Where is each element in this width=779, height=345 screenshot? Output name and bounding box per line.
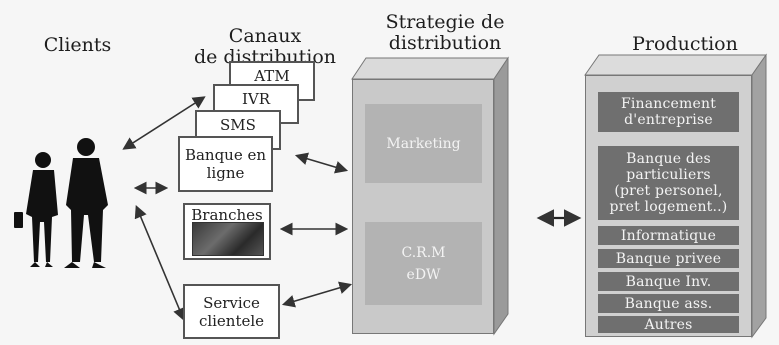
channel-service-clientele: Service clientele — [183, 284, 280, 339]
financement-line2: d'entreprise — [624, 112, 713, 128]
production-item-financement: Financement d'entreprise — [598, 92, 739, 132]
particuliers-line1: Banque des — [626, 151, 711, 167]
strategie-header: Strategie de distribution — [370, 12, 520, 54]
particuliers-line3: (pret personel, — [614, 183, 723, 199]
particuliers-line4: pret logement..) — [609, 199, 728, 215]
channel-branches-label: Branches — [191, 206, 263, 224]
financement-line1: Financement — [620, 96, 717, 112]
strategie-column-side — [493, 56, 509, 336]
production-column-side — [751, 53, 767, 339]
production-item-banque-inv: Banque Inv. — [598, 272, 739, 291]
marketing-label: Marketing — [386, 135, 461, 152]
arrow-service-to-strategie — [281, 281, 353, 308]
production-item-informatique: Informatique — [598, 226, 739, 245]
channel-atm-label: ATM — [254, 67, 290, 85]
edw-label: eDW — [406, 266, 441, 283]
branch-meeting-photo — [192, 222, 264, 256]
production-item-banque-particuliers: Banque des particuliers (pret personel, … — [598, 146, 739, 220]
crm-block: C.R.M eDW — [365, 222, 482, 305]
marketing-block: Marketing — [365, 104, 482, 183]
informatique-label: Informatique — [620, 227, 717, 244]
canaux-header-line1: Canaux — [228, 25, 302, 47]
autres-label: Autres — [644, 316, 693, 333]
banque-privee-label: Banque privee — [615, 250, 722, 267]
channel-service-line1: Service — [203, 293, 260, 312]
production-column-top — [584, 54, 767, 76]
strategie-column-top — [351, 57, 509, 80]
channel-service-line2: clientele — [198, 311, 265, 330]
production-header-text: Production — [632, 33, 738, 55]
production-header: Production — [620, 34, 750, 55]
clients-silhouette-icon — [14, 138, 108, 268]
arrow-clients-to-channels — [122, 96, 206, 150]
strategie-header-line1: Strategie de — [385, 11, 505, 33]
arrow-banque-to-strategie — [294, 152, 349, 174]
channel-ivr-label: IVR — [241, 90, 271, 108]
banque-ass-label: Banque ass. — [624, 295, 713, 312]
production-item-banque-ass: Banque ass. — [598, 294, 739, 313]
channel-banque-line1: Banque en — [184, 146, 267, 164]
channel-banque-en-ligne: Banque en ligne — [178, 136, 273, 192]
production-item-autres: Autres — [598, 316, 739, 333]
strategie-header-line2: distribution — [388, 32, 502, 54]
channel-sms-label: SMS — [220, 116, 256, 134]
arrow-clients-to-service — [134, 205, 186, 321]
crm-label: C.R.M — [401, 244, 446, 261]
channel-banque-line2: ligne — [206, 164, 245, 182]
clients-header-text: Clients — [43, 34, 112, 56]
clients-header: Clients — [30, 35, 125, 56]
banque-inv-label: Banque Inv. — [625, 273, 712, 290]
particuliers-line2: particuliers — [626, 167, 711, 183]
production-item-banque-privee: Banque privee — [598, 249, 739, 268]
